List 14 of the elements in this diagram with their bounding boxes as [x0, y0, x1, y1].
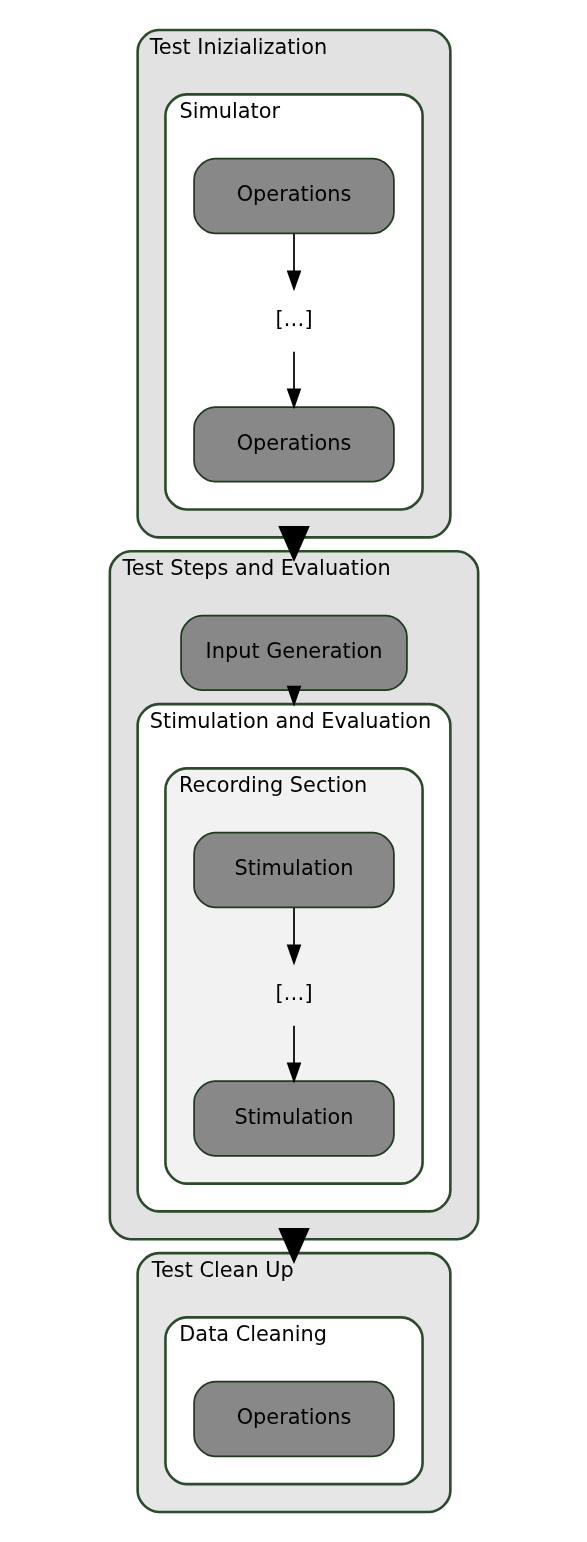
arrow — [277, 1227, 310, 1264]
node-box: Stimulation — [192, 1080, 395, 1157]
node-text: […] — [274, 980, 313, 1005]
node-text: […] — [274, 306, 313, 331]
arrow — [277, 526, 310, 563]
arrow — [286, 685, 301, 707]
node-box: Operations — [192, 1380, 395, 1458]
arrow — [286, 1024, 301, 1084]
node-box: Operations — [192, 406, 395, 483]
arrow — [286, 233, 301, 292]
arrow — [286, 907, 301, 966]
node-box: Operations — [192, 157, 395, 235]
node-box: Stimulation — [192, 831, 395, 909]
arrow — [286, 350, 301, 410]
